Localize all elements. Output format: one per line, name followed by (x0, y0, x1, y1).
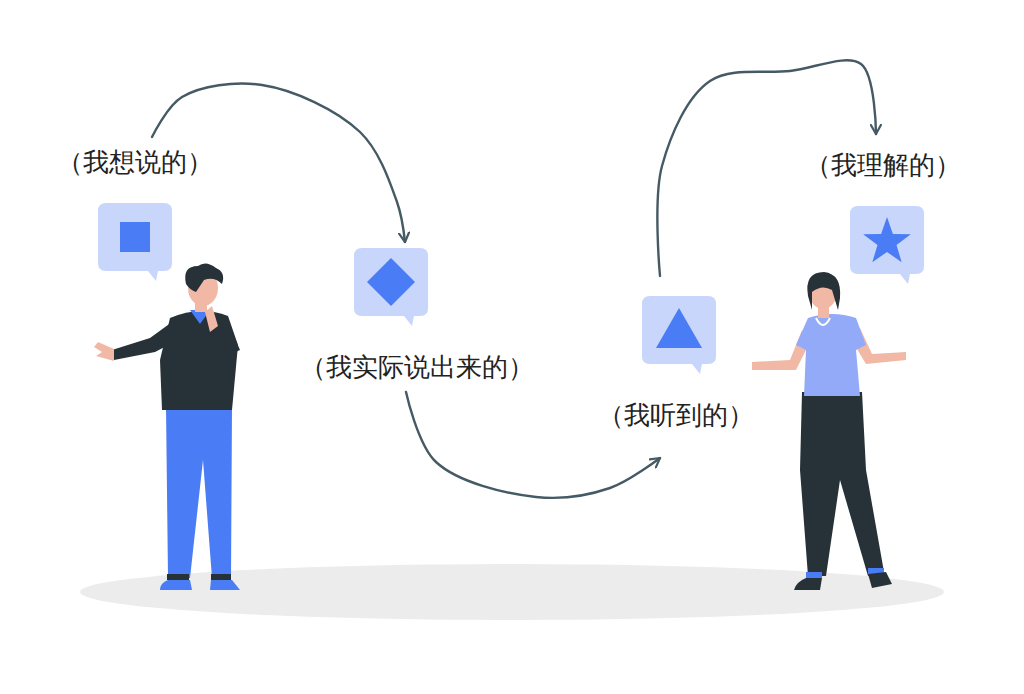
man-trousers (166, 405, 232, 578)
speech-node: （我理解的） (803, 148, 963, 286)
man-sock (167, 574, 189, 580)
woman-shoe (794, 578, 822, 590)
square-symbol (120, 222, 150, 252)
speech-node: （我想说的） (55, 145, 215, 283)
speech-node: （我听到的） (596, 294, 756, 432)
bubble-body (98, 203, 172, 281)
speech-bubble (640, 294, 720, 376)
diamond-symbol (367, 258, 415, 306)
speech-node: （我实际说出来的） (298, 246, 536, 384)
man-shoe (210, 580, 240, 590)
node-label: （我听到的） (596, 398, 756, 432)
woman-trousers (800, 392, 884, 576)
woman-top (796, 314, 866, 396)
triangle-symbol (656, 308, 702, 348)
node-label: （我想说的） (55, 145, 215, 179)
woman-arm (752, 330, 808, 370)
bubble-body (642, 296, 716, 374)
woman-shoe (868, 572, 892, 588)
woman-hair (807, 272, 840, 310)
man-figure (94, 263, 240, 590)
bubble-body (850, 206, 924, 284)
man-hand (205, 306, 218, 332)
node-label: （我理解的） (803, 148, 963, 182)
woman-ankle (806, 572, 822, 578)
ground-shadow (80, 564, 944, 620)
speech-bubble (96, 201, 176, 283)
speech-bubble (352, 246, 432, 328)
man-hair (185, 263, 223, 292)
man-shoe (160, 580, 192, 590)
woman-necklace (816, 318, 830, 325)
man-hand (94, 342, 114, 361)
star-symbol (863, 217, 911, 262)
man-sock (211, 574, 231, 580)
node-label: （我实际说出来的） (298, 350, 536, 384)
speech-bubble (848, 204, 928, 286)
bubble-body (354, 248, 428, 326)
woman-figure (752, 272, 906, 590)
man-arm (112, 322, 178, 360)
